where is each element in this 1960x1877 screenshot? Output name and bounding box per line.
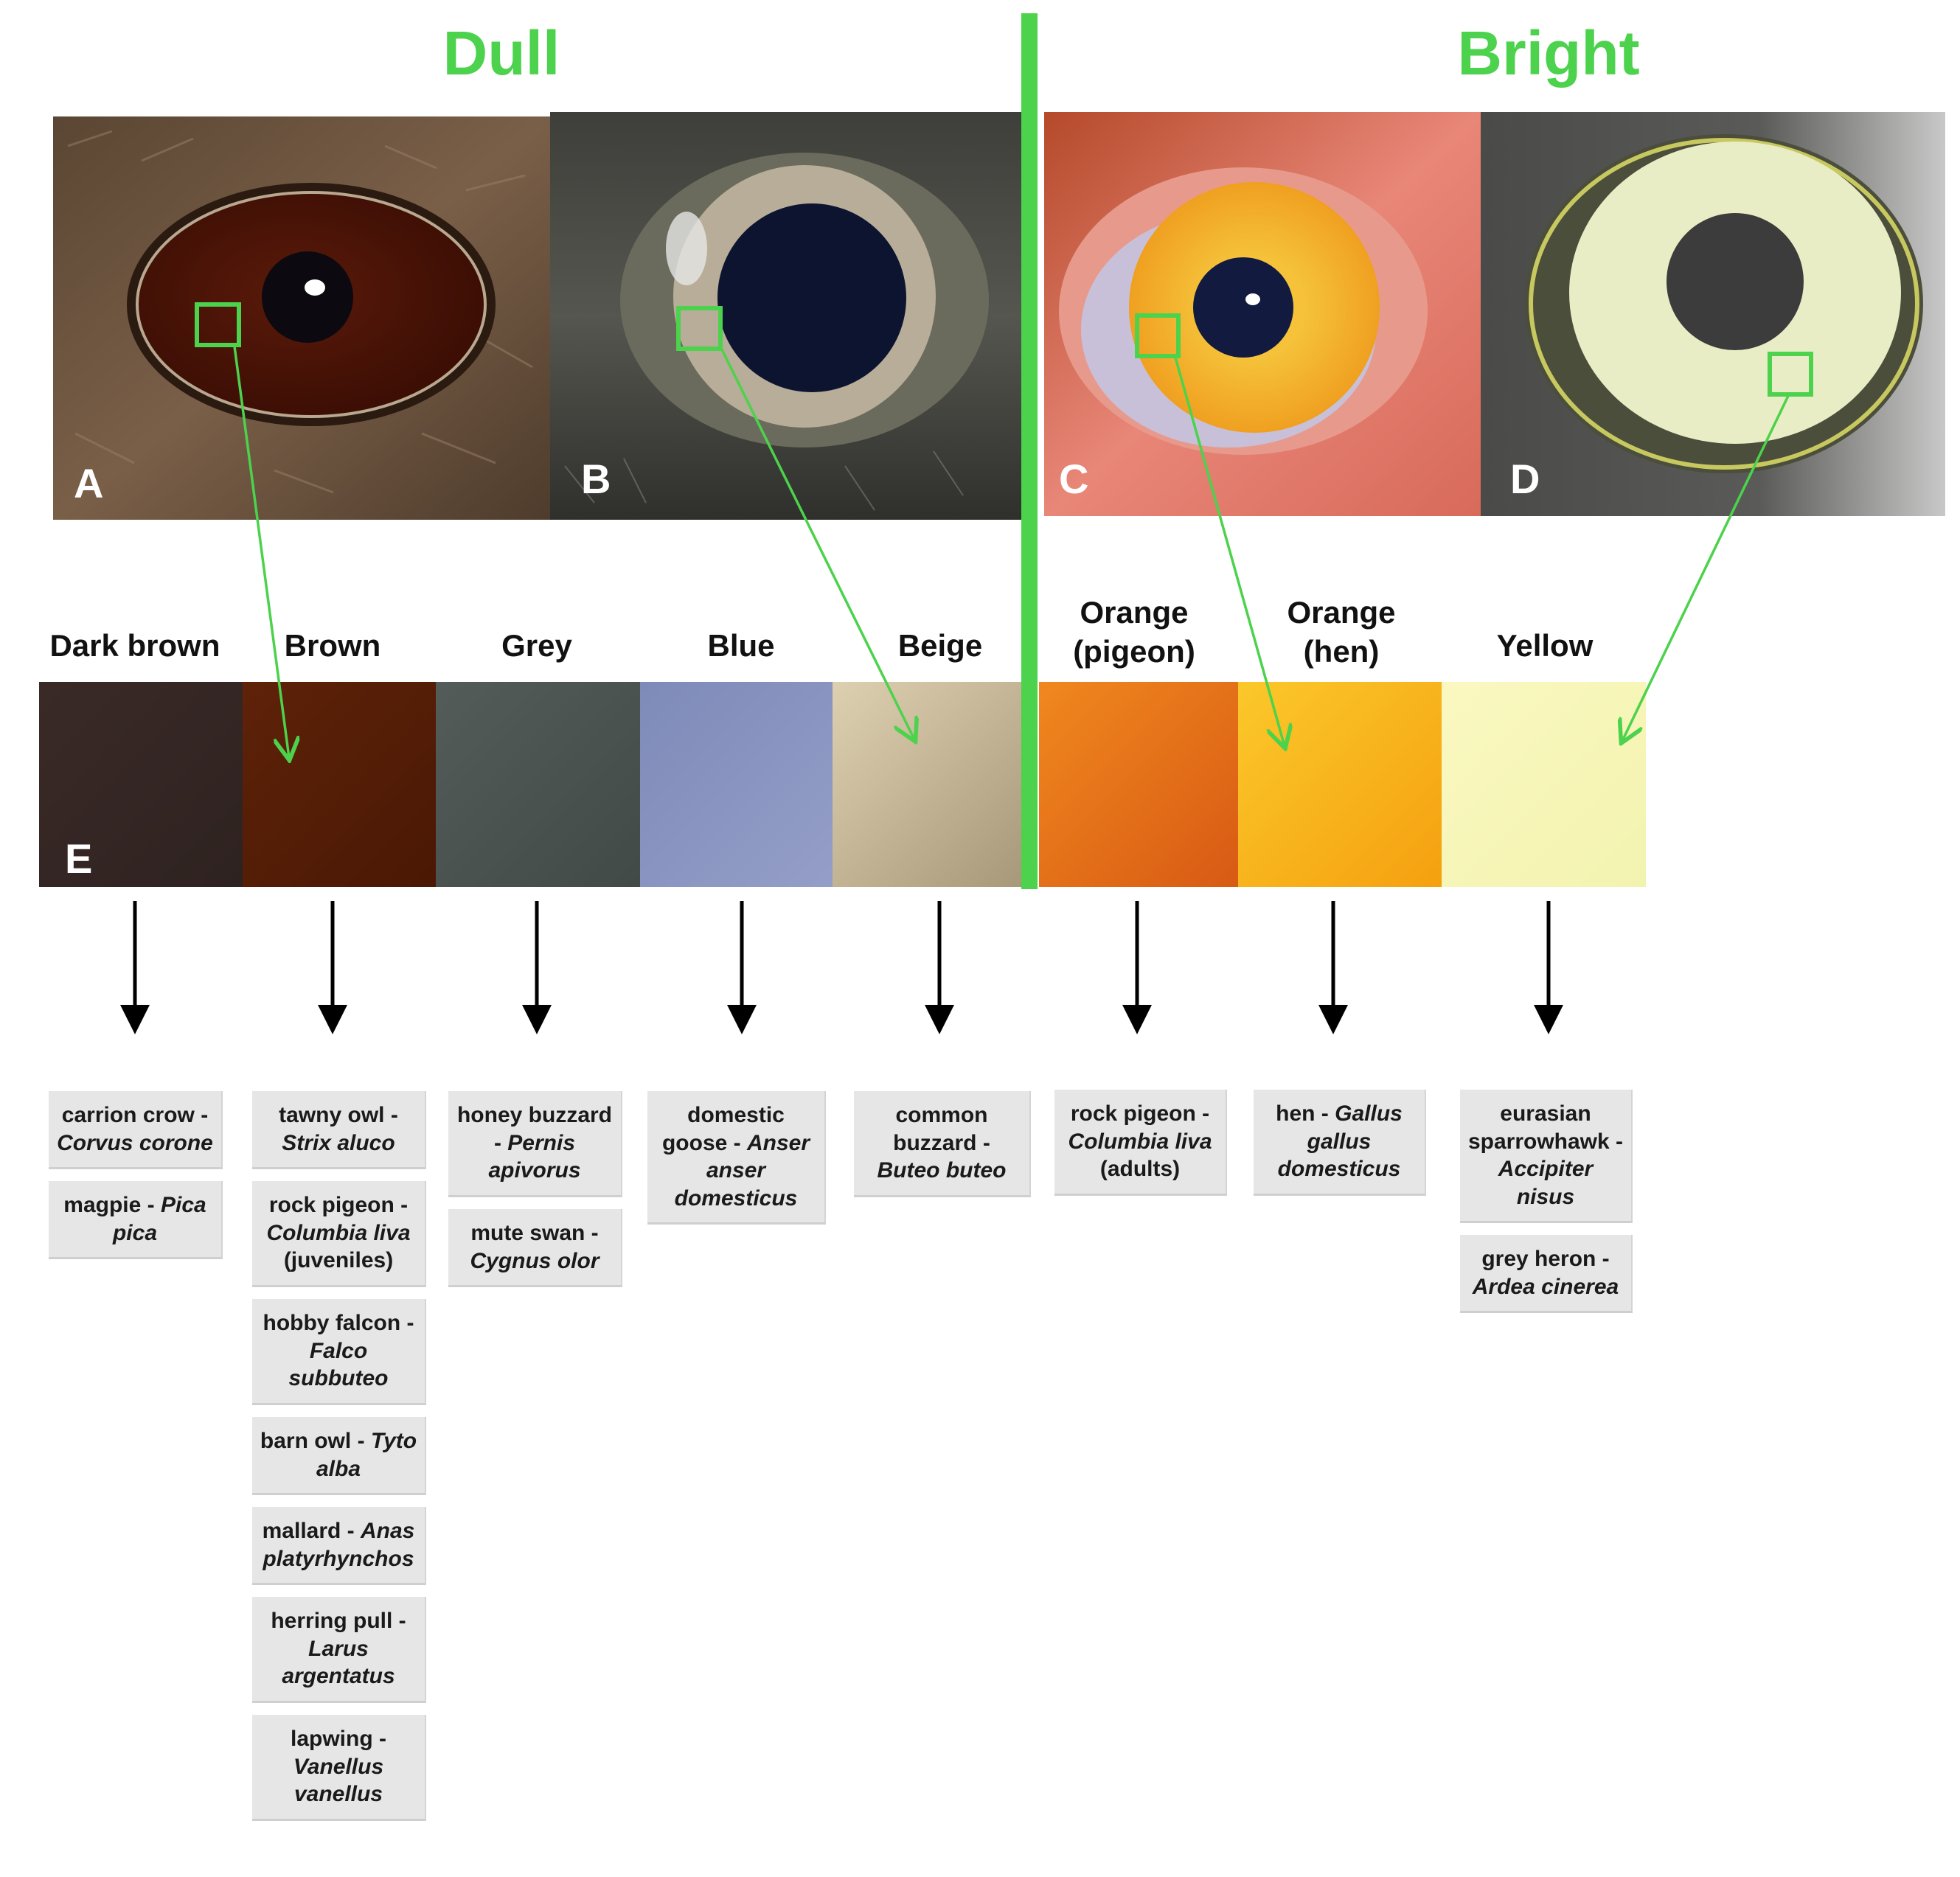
panel-letter-c: C xyxy=(1059,456,1089,502)
species-latin-name: Vanellus vanellus xyxy=(293,1754,384,1807)
species-common-name: magpie - xyxy=(63,1193,161,1217)
species-common-name: mute swan - xyxy=(470,1221,599,1245)
species-common-name: domestic goose - xyxy=(661,1103,785,1155)
color-label-beige: Beige xyxy=(897,628,983,663)
species-latin-name: Gallus gallus domesticus xyxy=(1277,1101,1403,1181)
color-label-brown: Brown xyxy=(284,628,381,663)
swatch-beige xyxy=(833,682,1024,887)
species-card: mallard - Anas platyrhynchos xyxy=(252,1507,426,1585)
species-latin-name: Corvus corone xyxy=(57,1130,213,1155)
species-latin-name: Accipiter nisus xyxy=(1498,1157,1594,1209)
species-card: magpie - Pica pica xyxy=(49,1181,223,1259)
color-label-orange-pigeon: Orange (pigeon) xyxy=(1073,595,1195,669)
arrow-a-to-brown xyxy=(233,346,289,758)
species-common-name: hobby falcon - xyxy=(263,1311,414,1335)
species-card: herring pull - Larus argentatus xyxy=(252,1597,426,1703)
species-latin-name: Anas platyrhynchos xyxy=(263,1519,415,1571)
panel-letter-d: D xyxy=(1510,456,1540,502)
eye-photo-d: D xyxy=(1481,112,1945,516)
species-latin-name: Falco subbuteo xyxy=(288,1338,389,1391)
species-card: domestic goose - Anser anser domesticus xyxy=(647,1091,826,1225)
eye-photo-c: C xyxy=(1044,112,1481,516)
arrow-c-to-orange-hen xyxy=(1174,357,1285,746)
species-common-name: grey heron - xyxy=(1481,1247,1610,1271)
species-latin-name: Larus argentatus xyxy=(282,1636,395,1689)
black-arrows xyxy=(120,901,1563,1034)
sample-square-d xyxy=(1768,352,1813,397)
species-common-name: eurasian sparrowhawk - xyxy=(1467,1101,1624,1154)
sample-square-c xyxy=(1135,313,1181,358)
species-latin-name: Anser anser domesticus xyxy=(674,1130,810,1211)
swatch-brown xyxy=(243,682,436,887)
species-common-name: mallard - xyxy=(262,1519,361,1543)
color-label-yellow: Yellow xyxy=(1496,628,1594,663)
species-card: mute swan - Cygnus olor xyxy=(448,1209,622,1287)
species-common-name: barn owl - xyxy=(260,1429,371,1453)
species-card: rock pigeon - Columbia liva (juveniles) xyxy=(252,1181,426,1287)
species-latin-name: Pica pica xyxy=(112,1193,206,1245)
species-card: hobby falcon - Falco subbuteo xyxy=(252,1299,426,1405)
species-card: common buzzard - Buteo buteo xyxy=(854,1091,1031,1197)
arrow-d-to-yellow xyxy=(1622,395,1790,741)
species-common-name: common buzzard - xyxy=(893,1103,990,1155)
panel-letter-b: B xyxy=(581,456,611,502)
sample-square-a xyxy=(195,302,241,347)
species-latin-name: Ardea cinerea xyxy=(1472,1274,1619,1299)
species-latin-name: Strix aluco xyxy=(282,1130,395,1155)
color-label-grey: Grey xyxy=(501,628,572,663)
species-common-name: rock pigeon - xyxy=(1070,1101,1210,1126)
panel-letter-a: A xyxy=(74,460,104,506)
swatch-dark-brown xyxy=(39,682,243,887)
species-latin-name: Cygnus olor xyxy=(470,1248,600,1273)
species-card: barn owl - Tyto alba xyxy=(252,1417,426,1495)
color-label-orange-hen: Orange (hen) xyxy=(1287,595,1396,669)
species-card: honey buzzard - Pernis apivorus xyxy=(448,1091,622,1197)
species-card: lapwing - Vanellus vanellus xyxy=(252,1715,426,1821)
species-common-name: lapwing - xyxy=(291,1727,386,1751)
swatch-orange-hen xyxy=(1238,682,1442,887)
species-card: grey heron - Ardea cinerea xyxy=(1460,1235,1633,1313)
species-common-name: herring pull - xyxy=(271,1609,406,1633)
species-latin-name: Pernis apivorus xyxy=(488,1130,581,1183)
species-card: hen - Gallus gallus domesticus xyxy=(1254,1090,1426,1196)
species-common-name: honey buzzard - xyxy=(456,1103,612,1155)
panel-letter-e: E xyxy=(65,835,93,882)
species-age-note: (juveniles) xyxy=(283,1248,394,1272)
heading-bright: Bright xyxy=(1457,18,1640,88)
species-card: eurasian sparrowhawk - Accipiter nisus xyxy=(1460,1090,1633,1223)
species-latin-name: Tyto alba xyxy=(316,1429,417,1481)
dull-bright-divider xyxy=(1021,13,1038,889)
species-card: tawny owl - Strix aluco xyxy=(252,1091,426,1169)
color-label-dark-brown: Dark brown xyxy=(49,628,220,663)
species-card: carrion crow - Corvus corone xyxy=(49,1091,223,1169)
eye-photo-a: A xyxy=(53,116,550,520)
swatch-grey xyxy=(436,682,640,887)
species-latin-name: Columbia liva xyxy=(266,1220,411,1245)
species-latin-name: Columbia liva xyxy=(1068,1129,1212,1154)
heading-dull: Dull xyxy=(442,18,560,88)
arrow-b-to-beige xyxy=(719,346,914,739)
species-latin-name: Buteo buteo xyxy=(877,1158,1007,1183)
swatch-orange-pigeon xyxy=(1039,682,1238,887)
swatch-blue xyxy=(640,682,833,887)
species-card: rock pigeon - Columbia liva (adults) xyxy=(1054,1090,1227,1196)
color-label-blue: Blue xyxy=(707,628,775,663)
species-common-name: hen - xyxy=(1276,1101,1335,1126)
sample-square-b xyxy=(676,306,723,351)
species-common-name: carrion crow - xyxy=(61,1103,209,1127)
species-common-name: tawny owl - xyxy=(279,1103,398,1127)
species-age-note: (adults) xyxy=(1099,1157,1181,1181)
eye-photo-b: B xyxy=(550,112,1022,520)
swatch-yellow xyxy=(1442,682,1646,887)
species-common-name: rock pigeon - xyxy=(268,1193,409,1217)
